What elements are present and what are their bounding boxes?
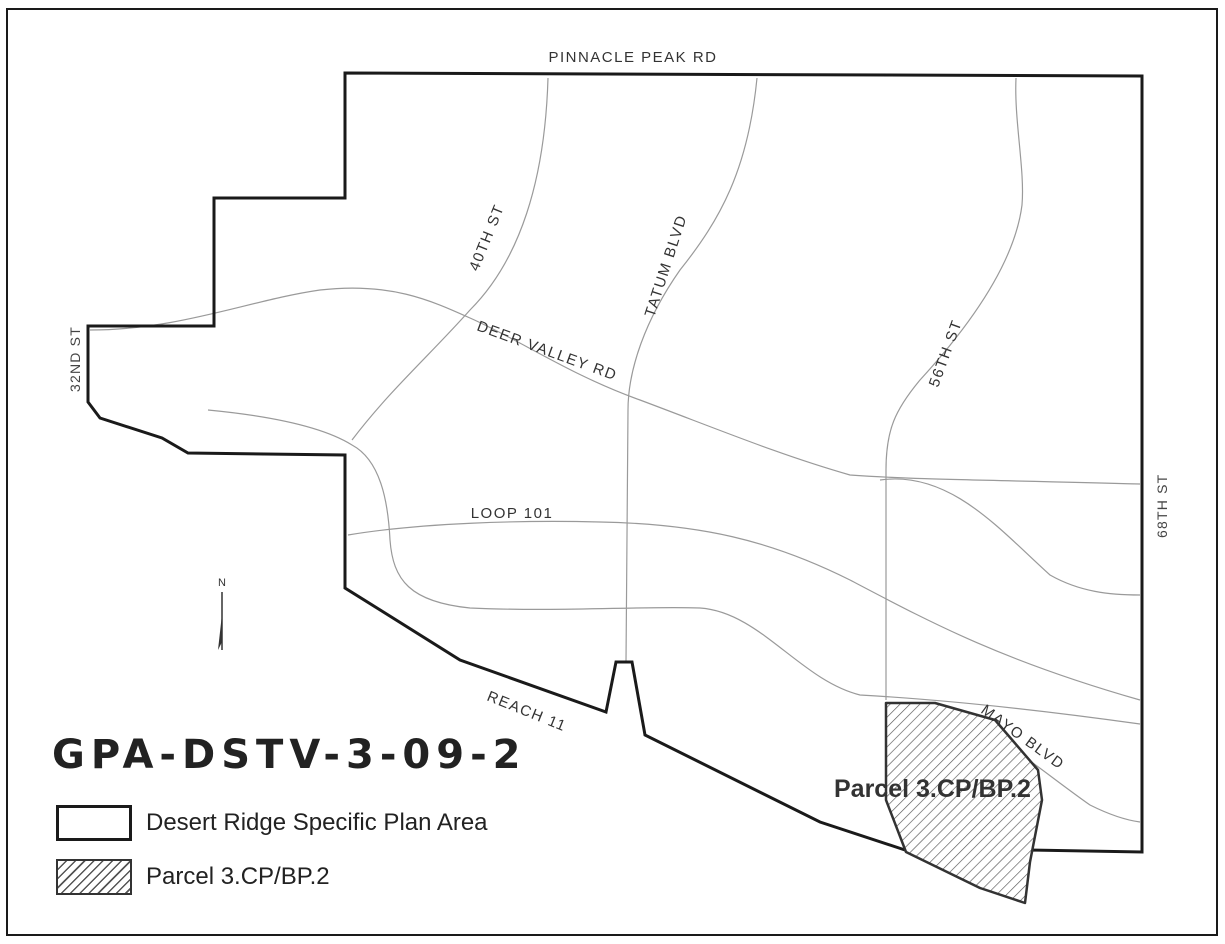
label-68th-st: 68TH ST xyxy=(1154,474,1170,538)
legend-item-plan-area: Desert Ridge Specific Plan Area xyxy=(56,803,488,843)
case-id-title: GPA-DSTV-3-09-2 xyxy=(52,732,527,778)
label-loop-101: LOOP 101 xyxy=(471,505,554,522)
road-network xyxy=(89,77,1141,823)
legend-swatch-hatch xyxy=(56,859,132,895)
legend-label-parcel: Parcel 3.CP/BP.2 xyxy=(146,863,330,890)
label-pinnacle-peak-rd: PINNACLE PEAK RD xyxy=(548,49,717,66)
legend-swatch-outline xyxy=(56,805,132,841)
road-40th-st xyxy=(351,77,549,441)
label-32nd-st: 32ND ST xyxy=(67,326,83,392)
road-deer-valley-west xyxy=(207,409,1141,725)
label-56th-st: 56TH ST xyxy=(926,317,966,389)
road-tatum-blvd xyxy=(625,77,758,663)
parcel-callout-label: Parcel 3.CP/BP.2 xyxy=(834,775,1031,803)
road-deer-valley-rd xyxy=(89,287,1141,485)
road-east-connector xyxy=(879,478,1141,596)
legend-label-plan-area: Desert Ridge Specific Plan Area xyxy=(146,809,488,836)
label-deer-valley-rd: DEER VALLEY RD xyxy=(475,318,620,385)
legend-item-parcel: Parcel 3.CP/BP.2 xyxy=(56,857,330,897)
road-56th-st xyxy=(885,77,1024,700)
label-40th-st: 40TH ST xyxy=(466,202,508,274)
north-arrow-icon: N xyxy=(218,577,226,650)
parcel-3-cp-bp-2 xyxy=(884,701,1044,905)
north-arrow-label: N xyxy=(218,577,226,589)
road-loop-101 xyxy=(347,520,1141,701)
